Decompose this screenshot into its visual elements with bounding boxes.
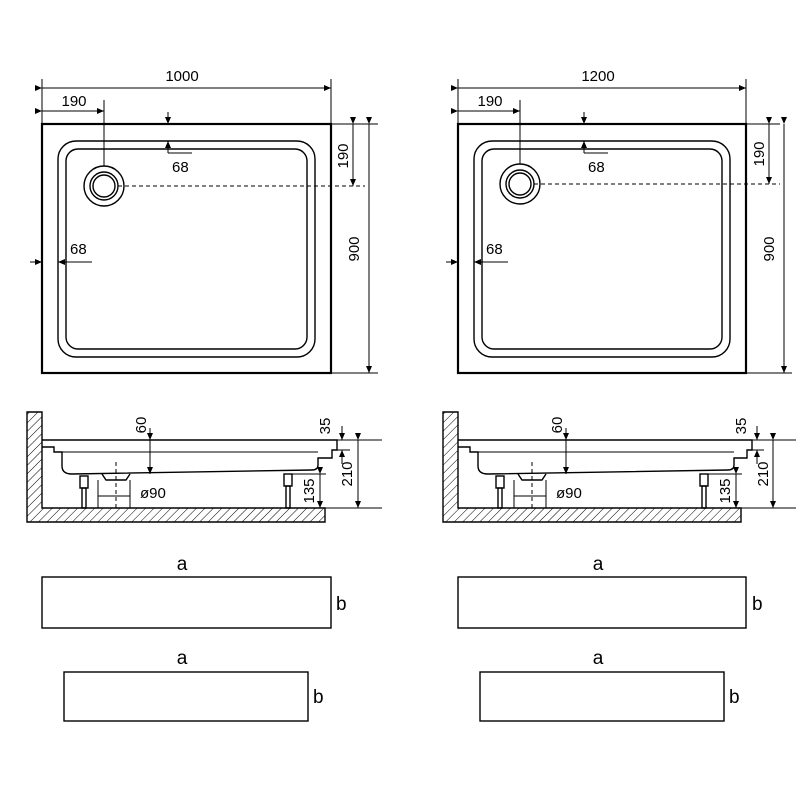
panel-dimension-b: b bbox=[752, 594, 763, 615]
drain-offset-x-label: 190 bbox=[61, 93, 86, 110]
drain-offset-y-label: 190 bbox=[751, 141, 768, 166]
rim-side-label: 68 bbox=[486, 241, 503, 258]
panel-left-short: a b bbox=[63, 648, 324, 722]
panel-dimension-a: a bbox=[593, 648, 604, 669]
panel-outline bbox=[41, 576, 332, 629]
panel-dimension-b: b bbox=[336, 594, 347, 615]
drain-offset-x-label: 190 bbox=[477, 93, 502, 110]
drain-diameter-label: ø90 bbox=[556, 485, 582, 502]
plan-view-1000x900: 1000 190 68 68 190 900 bbox=[30, 68, 378, 375]
panel-dimension-a: a bbox=[593, 554, 604, 575]
tray-basin-outer bbox=[473, 140, 731, 358]
panel-left-long: a b bbox=[41, 554, 347, 629]
tray-basin-inner bbox=[65, 148, 308, 350]
rim-height-label: 35 bbox=[733, 418, 750, 435]
panel-dimension-a: a bbox=[177, 648, 188, 669]
section-view-right: 60 ø90 35 210 135 bbox=[442, 411, 796, 523]
dimension-length-label: 900 bbox=[346, 236, 363, 261]
dimension-width-label: 1200 bbox=[581, 68, 614, 85]
panel-outline bbox=[479, 671, 725, 722]
panel-dimension-b: b bbox=[313, 687, 324, 708]
tray-profile bbox=[42, 439, 338, 475]
panel-outline bbox=[457, 576, 747, 629]
rim-side-label: 68 bbox=[70, 241, 87, 258]
tray-outline bbox=[40, 122, 333, 375]
total-height-label: 210 bbox=[755, 461, 772, 486]
section-view-left: 60 ø90 35 210 135 bbox=[26, 411, 382, 523]
leg-height-label: 135 bbox=[717, 478, 734, 503]
rim-top-label: 68 bbox=[172, 159, 189, 176]
tray-basin-inner bbox=[481, 148, 723, 350]
tray-outline bbox=[456, 122, 748, 375]
rim-top-label: 68 bbox=[588, 159, 605, 176]
leg-height-label: 135 bbox=[301, 478, 318, 503]
tray-profile bbox=[458, 439, 753, 475]
panel-dimension-b: b bbox=[729, 687, 740, 708]
depth-label: 60 bbox=[133, 417, 150, 434]
dimension-length-label: 900 bbox=[761, 236, 778, 261]
depth-label: 60 bbox=[549, 417, 566, 434]
panel-right-long: a b bbox=[457, 554, 763, 629]
wall-and-floor bbox=[26, 411, 326, 523]
panel-right-short: a b bbox=[479, 648, 740, 722]
panel-dimension-a: a bbox=[177, 554, 188, 575]
drain-diameter-label: ø90 bbox=[140, 485, 166, 502]
rim-height-label: 35 bbox=[317, 418, 334, 435]
dimension-width-label: 1000 bbox=[165, 68, 198, 85]
tray-basin-outer bbox=[57, 140, 316, 358]
plan-view-1200x900: 1200 190 68 68 190 900 bbox=[446, 68, 792, 375]
wall-and-floor bbox=[442, 411, 742, 523]
total-height-label: 210 bbox=[339, 461, 356, 486]
drain-offset-y-label: 190 bbox=[335, 143, 352, 168]
panel-outline bbox=[63, 671, 309, 722]
